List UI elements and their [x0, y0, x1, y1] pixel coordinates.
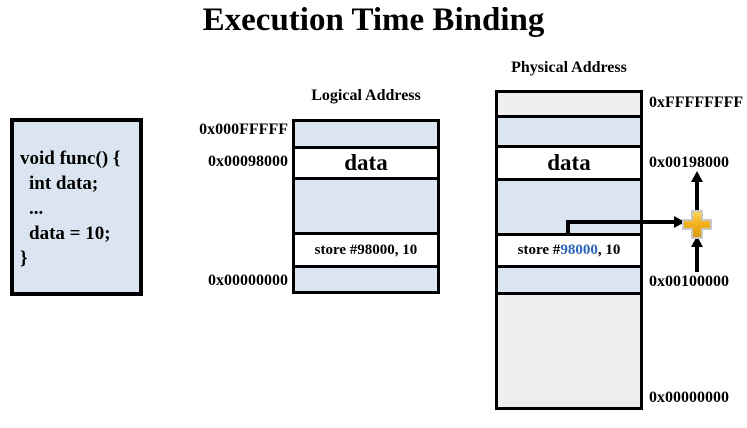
physical-row-6 [498, 265, 640, 292]
arrowhead-up-icon [691, 171, 703, 182]
logical-row-store: store #98000, 10 [295, 232, 437, 265]
logical-label-data: 0x00098000 [208, 153, 288, 170]
logical-row-top [295, 122, 437, 146]
logical-store-instruction: store #98000, 10 [314, 241, 418, 258]
physical-label-data: 0x00198000 [649, 154, 729, 171]
code-line: ... [29, 198, 44, 219]
logical-row-data: data [295, 146, 437, 177]
plus-to-data-arrow [695, 181, 699, 211]
logical-address-header: Logical Address [311, 87, 421, 104]
logical-row-bottom [295, 265, 437, 291]
physical-label-top: 0xFFFFFFFF [649, 94, 744, 111]
logical-label-bottom: 0x00000000 [208, 272, 288, 289]
logical-memory-box: data store #98000, 10 [292, 119, 440, 294]
store-address-highlight: 98000 [560, 242, 598, 258]
physical-label-bottom: 0x00000000 [649, 389, 729, 406]
physical-memory-box: data store #98000, 10 [495, 90, 643, 410]
physical-store-instruction: store #98000, 10 [518, 242, 621, 259]
plus-icon [680, 207, 714, 241]
store-to-plus-arrow-horizontal [566, 220, 674, 224]
code-line: data = 10; [29, 223, 111, 244]
logical-label-top: 0x000FFFFF [199, 121, 288, 138]
arrowhead-up-icon [691, 236, 703, 247]
physical-data-cell: data [547, 150, 591, 175]
physical-row-2 [498, 115, 640, 145]
logical-row-middle [295, 177, 437, 232]
base-to-plus-arrow [695, 246, 699, 272]
store-to-plus-arrow-vertical [566, 223, 570, 235]
logical-data-cell: data [344, 150, 388, 175]
store-prefix: store # [517, 242, 561, 258]
physical-label-base: 0x00100000 [649, 273, 729, 290]
arrowhead-right-icon [674, 216, 685, 228]
source-code-box: void func() { int data; ... data = 10; } [10, 118, 143, 296]
physical-row-data: data [498, 145, 640, 178]
slide-title: Execution Time Binding [202, 2, 545, 38]
physical-row-top [498, 93, 640, 115]
code-line: } [20, 248, 28, 269]
physical-address-header: Physical Address [511, 59, 627, 76]
physical-row-store: store #98000, 10 [498, 233, 640, 265]
physical-row-bottom [498, 292, 640, 407]
code-line: void func() { [20, 148, 121, 169]
code-line: int data; [29, 173, 99, 194]
store-suffix: , 10 [597, 242, 621, 258]
